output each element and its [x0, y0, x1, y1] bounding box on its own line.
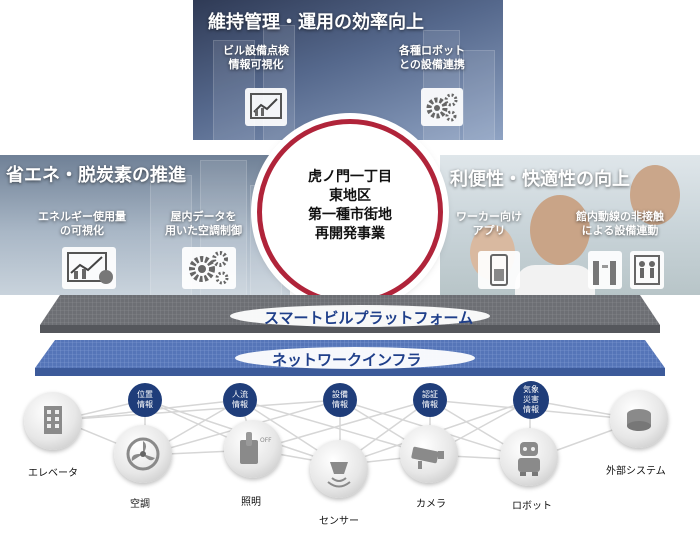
device-label: エレベータ — [28, 468, 78, 479]
person-image — [630, 165, 680, 225]
gate-icon — [588, 251, 622, 289]
camera-device — [400, 425, 458, 483]
device-label: ロボット — [512, 501, 552, 512]
aircon-device — [114, 425, 172, 483]
panel-title: 省エネ・脱炭素の推進 — [6, 165, 186, 186]
camera-icon — [411, 446, 444, 469]
device-label: 外部システム — [606, 466, 666, 477]
robot-device — [500, 428, 558, 486]
chart-icon — [245, 88, 287, 126]
info-node-weather-disaster: 気象災害情報 — [513, 381, 549, 419]
item-label: ビル設備点検情報可視化 — [223, 44, 289, 71]
device-label: センサー — [319, 516, 359, 527]
svg-text:OFF: OFF — [260, 437, 272, 444]
project-name: 虎ノ門一丁目 東地区 第一種市街地 再開発事業 — [308, 169, 392, 242]
light-switch-icon: OFF — [240, 432, 272, 464]
sensor-icon — [327, 462, 351, 488]
item-label: ワーカー向けアプリ — [456, 210, 522, 237]
panel-title: 利便性・快適性の向上 — [450, 169, 630, 190]
lighting-device: OFF — [224, 420, 282, 478]
device-label: カメラ — [416, 499, 446, 510]
item-label: 屋内データを用いた空調制御 — [165, 210, 242, 237]
smart-building-platform-label: スマートビルプラットフォーム — [264, 309, 474, 327]
panel-convenience: 利便性・快適性の向上 ワーカー向けアプリ 館内動線の非接触による設備連動 — [440, 155, 700, 295]
elevator-icon — [630, 251, 664, 289]
elevator-icon — [44, 406, 62, 434]
panel-maintenance: 維持管理・運用の効率向上 ビル設備点検情報可視化 各種ロボットとの設備連携 — [193, 0, 503, 140]
info-node-equipment: 設備情報 — [323, 383, 357, 417]
chart-icon — [62, 247, 116, 289]
item-label: エネルギー使用量の可視化 — [38, 210, 126, 237]
platform-layers — [35, 295, 665, 376]
smartphone-icon — [478, 251, 520, 289]
panel-title: 維持管理・運用の効率向上 — [208, 12, 424, 33]
robot-icon — [518, 442, 540, 476]
info-node-location: 位置情報 — [128, 383, 162, 417]
item-label: 館内動線の非接触による設備連動 — [576, 210, 664, 237]
gears-icon — [421, 88, 463, 126]
panel-energy-saving: 省エネ・脱炭素の推進 エネルギー使用量の可視化 屋内データを用いた空調制御 — [0, 155, 290, 295]
elevator-device — [24, 392, 82, 450]
info-node-authentication: 認証情報 — [413, 383, 447, 417]
device-label: 照明 — [241, 497, 261, 508]
sensor-device — [310, 440, 368, 498]
network-infra-label: ネットワークインフラ — [272, 351, 422, 369]
external-system-device — [610, 390, 668, 448]
person-image — [530, 195, 590, 265]
device-label: 空調 — [130, 499, 150, 510]
project-name-badge: 虎ノ門一丁目 東地区 第一種市街地 再開発事業 — [257, 119, 443, 305]
database-icon — [627, 409, 651, 431]
gears-icon — [182, 247, 236, 289]
info-node-people-flow: 人流情報 — [223, 383, 257, 417]
fan-icon — [126, 437, 160, 471]
item-label: 各種ロボットとの設備連携 — [399, 44, 465, 71]
